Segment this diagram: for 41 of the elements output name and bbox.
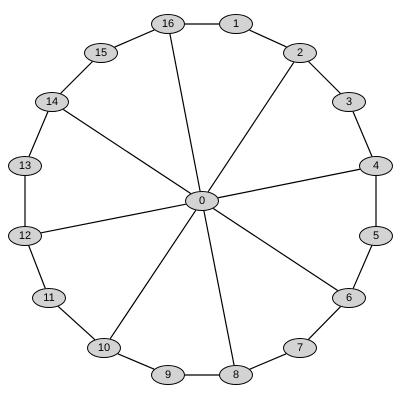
connector-line — [375, 176, 377, 226]
connector-line — [308, 306, 341, 340]
connector-line — [110, 210, 196, 340]
connector-line — [212, 208, 338, 292]
graph-node: 6 — [332, 288, 366, 308]
graph-node: 2 — [283, 43, 317, 63]
connector-line — [308, 61, 341, 94]
connector-line — [28, 111, 48, 157]
graph-node: 10 — [87, 338, 121, 358]
connector-line — [208, 62, 294, 192]
connector-line — [58, 306, 96, 340]
graph-node: 12 — [8, 226, 42, 246]
connector-line — [41, 204, 186, 234]
graph-node: 1 — [219, 14, 253, 34]
connector-line — [185, 23, 219, 25]
connector-line — [352, 245, 372, 289]
graph-node: 14 — [35, 92, 69, 112]
graph-node: 0 — [185, 191, 219, 211]
graph-node: 11 — [32, 288, 66, 308]
connector-line — [352, 111, 372, 157]
graph-node: 7 — [283, 338, 317, 358]
graph-node: 3 — [332, 92, 366, 112]
graph-node: 16 — [151, 14, 185, 34]
connector-line — [250, 353, 286, 370]
connector-line — [185, 374, 219, 376]
connector-line — [114, 29, 155, 48]
connector-line — [118, 353, 154, 370]
connector-line — [62, 108, 192, 194]
connector-line — [249, 30, 287, 48]
graph-node: 15 — [84, 43, 118, 63]
connector-line — [203, 210, 235, 366]
connector-line — [24, 176, 26, 226]
graph-node: 9 — [151, 365, 185, 385]
connector-line — [169, 34, 201, 192]
connector-line — [218, 168, 360, 198]
connector-line — [60, 61, 93, 94]
graph-node: 8 — [219, 365, 253, 385]
graph-node: 13 — [8, 156, 42, 176]
connector-line — [28, 246, 46, 288]
graph-node: 5 — [359, 226, 393, 246]
graph-node: 4 — [359, 156, 393, 176]
